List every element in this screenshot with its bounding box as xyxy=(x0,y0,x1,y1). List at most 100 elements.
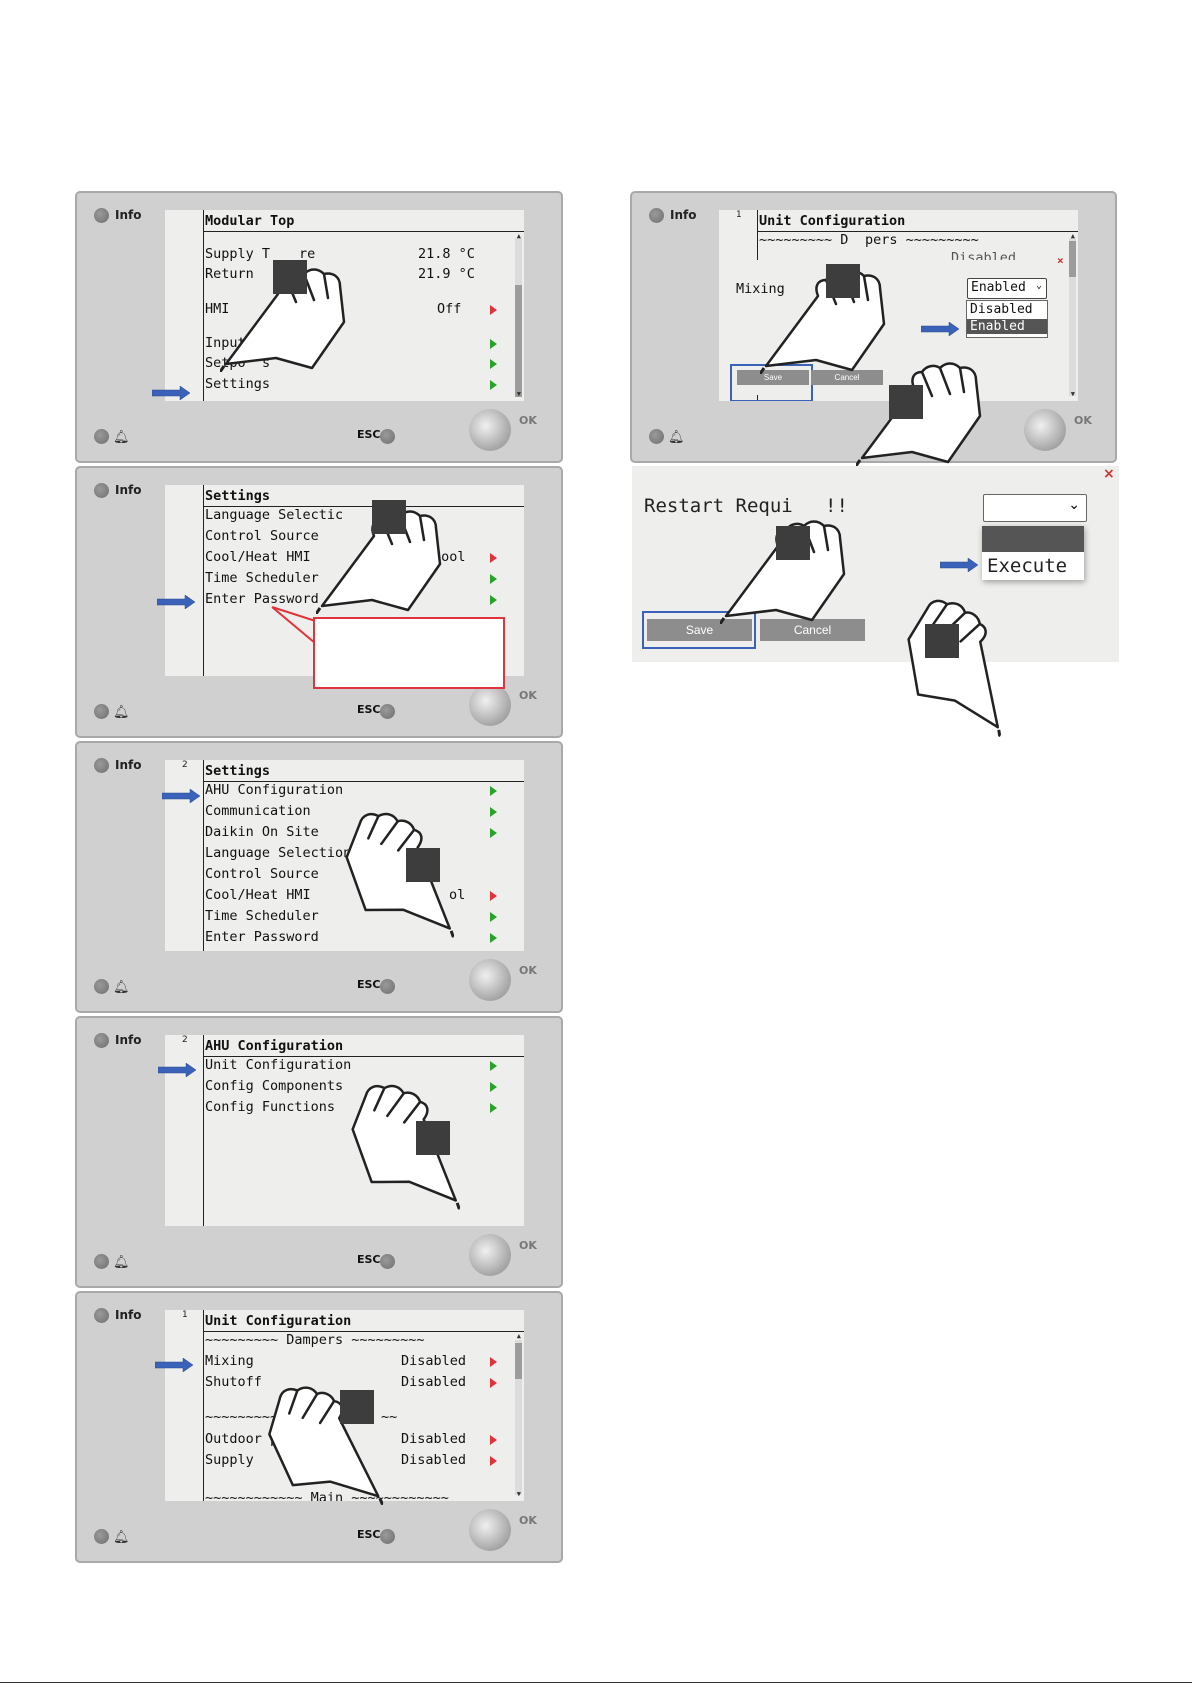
supply-temp-value: 21.8 °C xyxy=(418,246,475,262)
info-led[interactable] xyxy=(649,208,664,223)
page-number: 1 xyxy=(182,1310,188,1320)
bell-led[interactable] xyxy=(94,979,109,994)
restart-select[interactable]: ⌄ xyxy=(983,494,1087,522)
esc-button[interactable] xyxy=(380,1529,395,1544)
ok-knob[interactable] xyxy=(469,1234,511,1276)
info-led[interactable] xyxy=(94,208,109,223)
close-icon[interactable]: × xyxy=(1103,466,1115,482)
screen-title: Unit Configuration xyxy=(759,213,906,229)
menu-row-control-source[interactable]: Control Source xyxy=(205,866,319,882)
menu-row-supply[interactable]: Supply xyxy=(205,1452,254,1468)
return-temp-value: 21.9 °C xyxy=(418,266,475,282)
page-number: 1 xyxy=(736,210,742,220)
row-text-fragment: s xyxy=(262,355,271,371)
menu-row-ahu-configuration[interactable]: AHU Configuration xyxy=(205,782,344,798)
option-blank[interactable] xyxy=(982,526,1084,552)
red-arrow-icon xyxy=(490,1378,497,1388)
bell-led[interactable] xyxy=(94,1529,109,1544)
bell-icon[interactable]: 🔔︎ xyxy=(113,430,130,445)
red-arrow-icon xyxy=(490,553,497,563)
scrollbar-thumb[interactable] xyxy=(1069,241,1076,277)
cancel-button[interactable]: Cancel xyxy=(760,619,865,641)
esc-button[interactable] xyxy=(380,979,395,994)
esc-button[interactable] xyxy=(380,1254,395,1269)
menu-row-communication[interactable]: Communication xyxy=(205,803,311,819)
menu-row-config-functions[interactable]: Config Functions xyxy=(205,1099,336,1115)
pointer-arrow-icon xyxy=(162,789,200,803)
hmi-screen: 2 Settings AHU Configuration Communicati… xyxy=(165,760,524,951)
bell-icon[interactable]: 🔔︎ xyxy=(113,705,130,720)
bell-led[interactable] xyxy=(94,1254,109,1269)
scroll-down-icon[interactable]: ▼ xyxy=(516,390,521,398)
section-header-dampers: ~~~~~~~~~ D xyxy=(759,232,849,248)
step-marker xyxy=(416,1121,450,1155)
hmi-panel-settings-page2: Info 2 Settings AHU Configuration Commun… xyxy=(75,741,563,1013)
scroll-down-icon[interactable]: ▼ xyxy=(1070,390,1075,398)
screen-title: Settings xyxy=(205,763,271,779)
menu-row-enter-password[interactable]: Enter Password xyxy=(205,591,319,607)
info-led[interactable] xyxy=(94,758,109,773)
scrollbar-track[interactable] xyxy=(1069,238,1076,396)
info-led[interactable] xyxy=(94,1033,109,1048)
info-label: Info xyxy=(115,758,142,772)
menu-row-config-components[interactable]: Config Components xyxy=(205,1078,344,1094)
scroll-up-icon[interactable]: ▲ xyxy=(1070,232,1075,240)
menu-row-return-temp[interactable]: Return xyxy=(205,266,254,282)
menu-row-language-selection[interactable]: Language Selection xyxy=(205,845,352,861)
menu-row-shutoff[interactable]: Shutoff xyxy=(205,1374,262,1390)
cancel-button[interactable]: Cancel xyxy=(811,370,883,385)
bell-icon[interactable]: 🔔︎ xyxy=(113,1255,130,1270)
scroll-up-icon[interactable]: ▲ xyxy=(516,232,521,240)
save-button[interactable]: Save xyxy=(737,370,809,385)
esc-button[interactable] xyxy=(380,429,395,444)
shutoff-value: Disabled xyxy=(401,1374,467,1390)
option-execute[interactable]: Execute xyxy=(987,555,1068,577)
mixing-value: Disabled xyxy=(401,1353,467,1369)
scroll-up-icon[interactable]: ▲ xyxy=(516,1332,521,1340)
scroll-down-icon[interactable]: ▼ xyxy=(516,1490,521,1498)
menu-row-supply-temp[interactable]: Supply T xyxy=(205,246,271,262)
restart-required-label: Restart Requi xyxy=(644,495,793,517)
menu-row-language-selection[interactable]: Language Selectic xyxy=(205,507,344,523)
menu-row-enter-password[interactable]: Enter Password xyxy=(205,929,319,945)
green-arrow-icon xyxy=(490,912,497,922)
ok-knob[interactable] xyxy=(469,684,511,726)
menu-row-settings[interactable]: Settings xyxy=(205,376,271,392)
menu-row-time-scheduler[interactable]: Time Scheduler xyxy=(205,570,319,586)
menu-row-daikin-on-site[interactable]: Daikin On Site xyxy=(205,824,319,840)
menu-row-cool-heat-hmi[interactable]: Cool/Heat HMI xyxy=(205,549,311,565)
bell-led[interactable] xyxy=(649,429,664,444)
scrollbar-track[interactable] xyxy=(515,1340,522,1495)
esc-label: ESC xyxy=(357,978,381,991)
green-arrow-icon xyxy=(490,807,497,817)
info-led[interactable] xyxy=(94,1308,109,1323)
mixing-select[interactable]: Enabled ⌄ xyxy=(967,278,1047,299)
menu-row-control-source[interactable]: Control Source xyxy=(205,528,319,544)
bell-icon[interactable]: 🔔︎ xyxy=(113,980,130,995)
bell-led[interactable] xyxy=(94,429,109,444)
pointer-arrow-icon xyxy=(158,1063,196,1077)
step-marker xyxy=(372,500,406,534)
esc-button[interactable] xyxy=(380,704,395,719)
bell-icon[interactable]: 🔔︎ xyxy=(668,430,685,445)
ok-knob[interactable] xyxy=(469,1509,511,1551)
menu-row-mixing[interactable]: Mixing xyxy=(205,1353,254,1369)
menu-row-hmi[interactable]: HMI xyxy=(205,301,230,317)
tap-hand-icon xyxy=(316,474,456,614)
info-led[interactable] xyxy=(94,483,109,498)
bell-icon[interactable]: 🔔︎ xyxy=(113,1530,130,1545)
pointer-arrow-icon xyxy=(155,1358,193,1372)
ok-knob[interactable] xyxy=(469,959,511,1001)
scrollbar-thumb[interactable] xyxy=(515,1343,522,1379)
menu-row-cool-heat-hmi[interactable]: Cool/Heat HMI xyxy=(205,887,311,903)
menu-row-unit-configuration[interactable]: Unit Configuration xyxy=(205,1057,352,1073)
bell-led[interactable] xyxy=(94,704,109,719)
option-disabled[interactable]: Disabled xyxy=(970,302,1033,317)
menu-row-time-scheduler[interactable]: Time Scheduler xyxy=(205,908,319,924)
close-icon[interactable]: × xyxy=(1057,254,1064,267)
ok-knob[interactable] xyxy=(469,409,511,451)
option-enabled[interactable]: Enabled xyxy=(967,319,1047,334)
save-button[interactable]: Save xyxy=(647,619,752,641)
ok-knob[interactable] xyxy=(1024,409,1066,451)
scrollbar-thumb[interactable] xyxy=(515,285,522,397)
